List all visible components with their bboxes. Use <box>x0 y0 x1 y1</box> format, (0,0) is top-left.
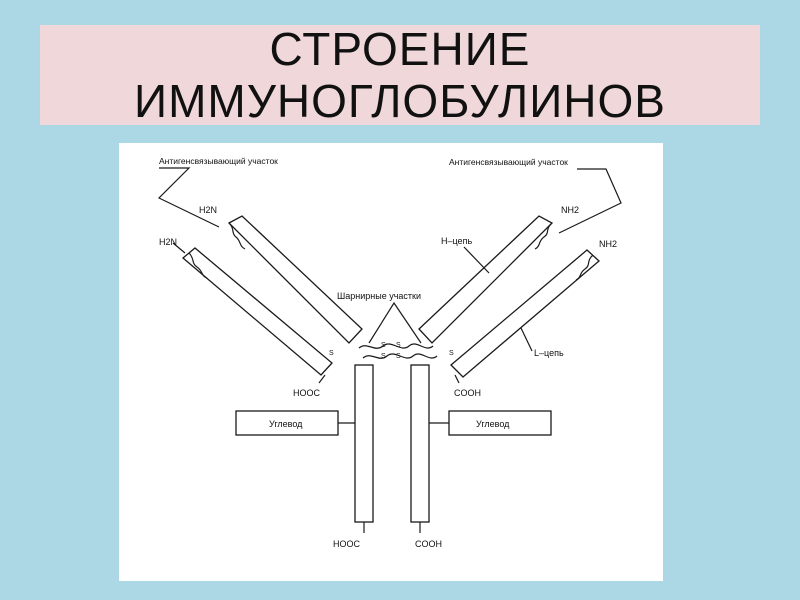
left-h2n-lower: H2N <box>159 237 177 247</box>
diagram-svg: Антигенсвязывающий участок Антигенсвязыв… <box>157 156 622 549</box>
carbohydrate-left-label: Углевод <box>269 419 303 429</box>
immunoglobulin-diagram: Антигенсвязывающий участок Антигенсвязыв… <box>119 143 663 581</box>
disulfide-bridges: S S S S S S <box>329 342 454 360</box>
hooc-left-label: HOOC <box>293 388 321 398</box>
antigen-site-right-pointer <box>558 168 622 234</box>
ss-right-interchain: S <box>449 350 454 357</box>
ss-label-2: S <box>396 342 401 349</box>
slide-title-line-2: ИММУНОГЛОБУЛИНОВ <box>134 75 666 127</box>
l-chain-label: L–цепь <box>534 348 564 358</box>
hinge-label: Шарнирные участки <box>337 291 421 301</box>
left-light-chain <box>181 247 333 376</box>
antigen-site-right-label: Антигенсвязывающий участок <box>449 157 568 167</box>
hooc-bottom-label: HOOC <box>333 539 361 549</box>
ss-left-interchain: S <box>329 350 334 357</box>
right-nh2-lower: NH2 <box>599 239 617 249</box>
ss-label-4: S <box>396 353 401 360</box>
fc-heavy-chain-left <box>354 364 374 533</box>
title-band: СТРОЕНИЕ ИММУНОГЛОБУЛИНОВ <box>40 23 760 127</box>
ss-label-1: S <box>381 342 386 349</box>
right-nh2-upper: NH2 <box>561 205 579 215</box>
right-heavy-chain <box>418 215 554 344</box>
antigen-site-left-pointer <box>157 167 220 228</box>
h-chain-label: H–цепь <box>441 236 472 246</box>
left-heavy-chain <box>227 215 363 344</box>
carbohydrate-right <box>429 410 552 436</box>
ss-label-3: S <box>381 353 386 360</box>
carbohydrate-right-label: Углевод <box>476 419 510 429</box>
hinge-pointer <box>368 301 422 344</box>
cooh-right-label: COOH <box>454 388 481 398</box>
left-h2n-upper: H2N <box>199 205 217 215</box>
fc-heavy-chain-right <box>410 364 430 533</box>
carbohydrate-left <box>235 410 355 436</box>
slide-title-line-1: СТРОЕНИЕ <box>269 23 531 75</box>
cooh-bottom-label: COOH <box>415 539 442 549</box>
antigen-site-left-label: Антигенсвязывающий участок <box>159 156 278 166</box>
right-light-chain <box>450 249 600 378</box>
